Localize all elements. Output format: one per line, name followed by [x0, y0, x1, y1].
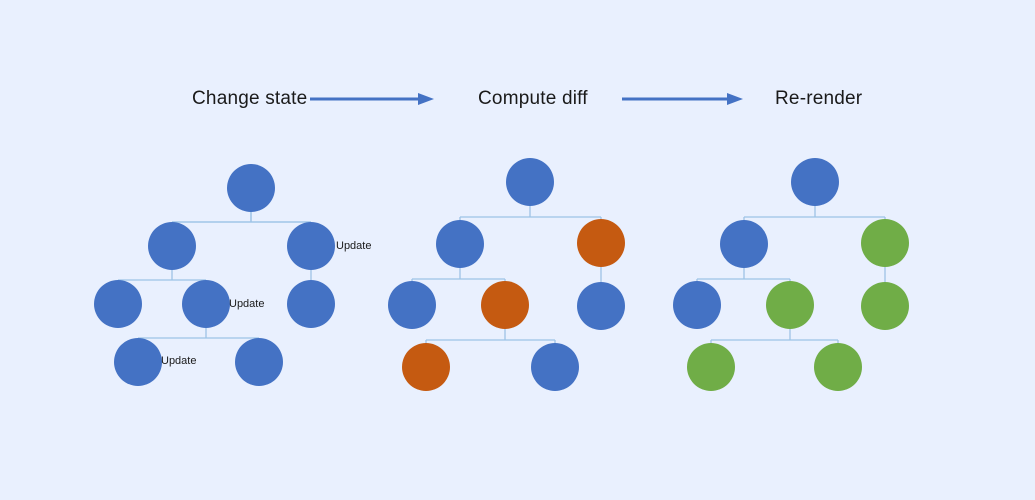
stage-label-re-render: Re-render — [775, 88, 863, 109]
node-tag-update: Update — [229, 298, 265, 310]
tree-node[interactable] — [687, 343, 735, 391]
tree-node[interactable] — [148, 222, 196, 270]
stage-label-change-state: Change state — [192, 88, 308, 109]
tree-node[interactable] — [720, 220, 768, 268]
tree-node[interactable] — [531, 343, 579, 391]
tree-node[interactable] — [182, 280, 230, 328]
tree-node[interactable] — [766, 281, 814, 329]
tree-node[interactable] — [506, 158, 554, 206]
tree-node[interactable] — [673, 281, 721, 329]
tree-node[interactable] — [287, 222, 335, 270]
tree-node[interactable] — [388, 281, 436, 329]
tree-node[interactable] — [577, 219, 625, 267]
stage-label-compute-diff: Compute diff — [478, 88, 588, 109]
flow-arrow-2 — [622, 93, 743, 105]
tree-node[interactable] — [861, 282, 909, 330]
tree-node[interactable] — [814, 343, 862, 391]
tree-node[interactable] — [436, 220, 484, 268]
flow-arrow-1 — [310, 93, 434, 105]
tree-node[interactable] — [481, 281, 529, 329]
tree-node[interactable] — [791, 158, 839, 206]
tree-node[interactable] — [114, 338, 162, 386]
tree-node[interactable] — [94, 280, 142, 328]
tree-node[interactable] — [235, 338, 283, 386]
tree-node[interactable] — [402, 343, 450, 391]
tree-node[interactable] — [227, 164, 275, 212]
tree-node[interactable] — [577, 282, 625, 330]
node-tag-update: Update — [161, 355, 197, 367]
tree-node[interactable] — [287, 280, 335, 328]
node-tag-update: Update — [336, 240, 372, 252]
tree-node[interactable] — [861, 219, 909, 267]
